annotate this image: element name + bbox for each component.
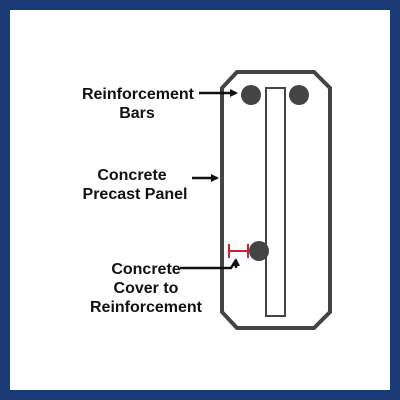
label-reinforcement-bars-line1: Reinforcement [82,86,195,103]
cover-dimension-marker [228,244,249,258]
label-reinforcement-bars-line2: Bars [119,105,155,122]
label-cover-line3: Reinforcement [90,299,203,316]
label-cover-line2: Cover to [114,280,179,297]
label-cover-line1: Concrete [111,261,180,278]
reinforcement-bar-top-right [289,85,309,105]
reinforcement-bar-top-left [241,85,261,105]
reinforcement-strip [265,87,286,317]
reinforcement-bar-bottom [249,241,269,261]
label-precast-panel-line2: Precast Panel [83,186,188,203]
label-precast-panel-line1: Concrete [97,167,166,184]
